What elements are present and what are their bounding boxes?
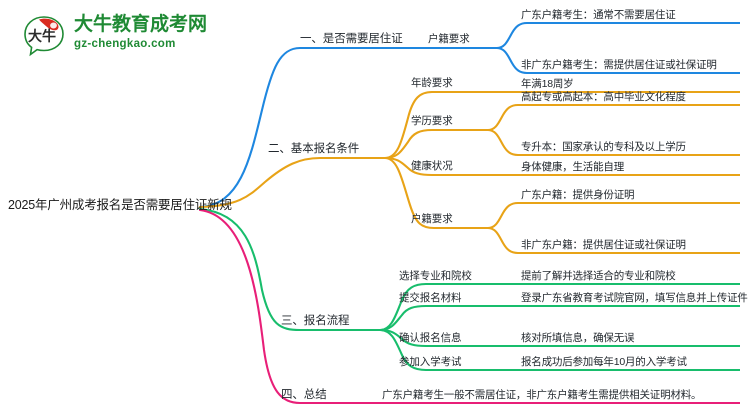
branch-node-4[interactable]: 四、总结 [281, 389, 327, 401]
logo-mark-icon: 大牛 [24, 16, 64, 57]
leaf-node-3-4-1[interactable]: 报名成功后参加每年10月的入学考试 [521, 356, 687, 368]
leaf-node-2-2-1[interactable]: 高起专或高起本：高中毕业文化程度 [521, 91, 686, 103]
sub-node-1-1[interactable]: 户籍要求 [428, 33, 470, 45]
sub-node-3-1[interactable]: 选择专业和院校 [399, 270, 472, 282]
logo-site-name: 大牛教育成考网 [74, 14, 208, 35]
root-node[interactable]: 2025年广州成考报名是否需要居住证新规 [8, 198, 232, 212]
leaf-node-1-1-1[interactable]: 广东户籍考生：通常不需要居住证 [521, 9, 676, 21]
sub-node-3-3[interactable]: 确认报名信息 [399, 332, 462, 344]
site-logo: 大牛 大牛教育成考网 gz-chengkao.com [22, 12, 252, 60]
leaf-node-2-2-2[interactable]: 专升本：国家承认的专科及以上学历 [521, 141, 686, 153]
sub-node-2-2[interactable]: 学历要求 [411, 115, 453, 127]
leaf-node-2-4-1[interactable]: 广东户籍：提供身份证明 [521, 189, 635, 201]
branch-node-1[interactable]: 一、是否需要居住证 [300, 33, 403, 45]
leaf-node-3-3-1[interactable]: 核对所填信息，确保无误 [521, 332, 635, 344]
sub-node-3-2[interactable]: 提交报名材料 [399, 292, 462, 304]
branch-node-3[interactable]: 三、报名流程 [281, 315, 350, 327]
leaf-node-3-1-1[interactable]: 提前了解并选择适合的专业和院校 [521, 270, 676, 282]
leaf-node-1-1-2[interactable]: 非广东户籍考生：需提供居住证或社保证明 [521, 59, 717, 71]
leaf-node-2-3-1[interactable]: 身体健康，生活能自理 [521, 161, 624, 173]
sub-node-2-1[interactable]: 年龄要求 [411, 77, 453, 89]
leaf-node-2-1-1[interactable]: 年满18周岁 [521, 78, 574, 90]
leaf-node-3-2-1[interactable]: 登录广东省教育考试院官网，填写信息并上传证件 [521, 292, 748, 304]
branch-node-2[interactable]: 二、基本报名条件 [268, 143, 360, 155]
logo-domain: gz-chengkao.com [74, 37, 176, 50]
sub-node-2-3[interactable]: 健康状况 [411, 160, 453, 172]
svg-text:大牛: 大牛 [28, 28, 56, 44]
sub-node-3-4[interactable]: 参加入学考试 [399, 356, 462, 368]
sub-node-2-4[interactable]: 户籍要求 [411, 213, 453, 225]
leaf-node-2-4-2[interactable]: 非广东户籍：提供居住证或社保证明 [521, 239, 686, 251]
logo-text: 大牛教育成考网 gz-chengkao.com [74, 14, 207, 50]
leaf-node-4-1[interactable]: 广东户籍考生一般不需居住证，非广东户籍考生需提供相关证明材料。 [382, 389, 702, 401]
